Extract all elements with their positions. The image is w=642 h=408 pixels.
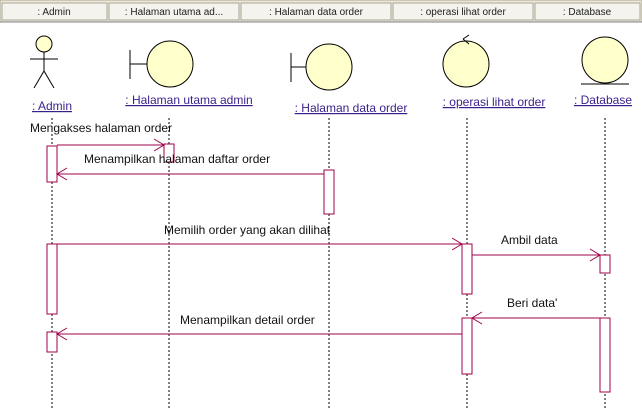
arrowhead-icon [56,167,68,181]
header-cell-label: : Halaman utama ad... [125,7,223,18]
arrowhead-icon [471,311,483,325]
object-label-halaman-data-order: : Halaman data order [295,101,408,115]
message-label: Menampilkan halaman daftar order [84,152,270,166]
object-label-database: : Database [574,93,632,107]
activation-box [599,254,611,274]
header-cell-halaman-data-order[interactable]: : Halaman data order [240,2,392,21]
boundary-icon[interactable] [129,40,194,88]
message-label: Menampilkan detail order [180,313,315,327]
header-cell-label: : Halaman data order [269,7,364,18]
control-icon[interactable] [442,34,490,88]
arrowhead-icon [451,237,463,251]
arrowhead-icon [153,138,165,152]
boundary-icon[interactable] [290,43,353,91]
activation-box [46,331,58,353]
header-cell-label: : Admin [37,7,70,18]
header-bar: : Admin : Halaman utama ad... : Halaman … [0,0,642,23]
message-label: Mengakses halaman order [30,121,172,135]
message-label: Ambil data [501,233,558,247]
activation-box [163,143,175,163]
object-label-admin: : Admin [32,99,72,113]
activation-box [461,317,473,375]
message-label: Memilih order yang akan dilihat [164,223,331,237]
activations [46,143,611,393]
activation-box [46,145,58,183]
message-arrows [56,138,601,341]
actor-icon[interactable] [30,35,58,89]
activation-box [599,317,611,393]
activation-box [461,243,473,295]
arrowhead-icon [56,327,68,341]
entity-icon[interactable] [581,36,629,85]
object-label-halaman-utama-admin: : Halaman utama admin [125,93,252,107]
header-cell-halaman-utama[interactable]: : Halaman utama ad... [108,2,240,21]
header-cell-operasi-lihat-order[interactable]: : operasi lihat order [392,2,534,21]
activation-box [46,243,58,315]
header-cell-label: : Database [563,7,612,18]
header-cell-label: : operasi lihat order [420,7,506,18]
header-cell-admin[interactable]: : Admin [1,2,108,21]
object-label-operasi-lihat-order: : operasi lihat order [443,95,546,109]
arrowhead-icon [589,248,601,262]
activation-box [323,169,335,215]
header-cell-database[interactable]: : Database [534,2,641,21]
message-label: Beri data' [507,296,557,310]
